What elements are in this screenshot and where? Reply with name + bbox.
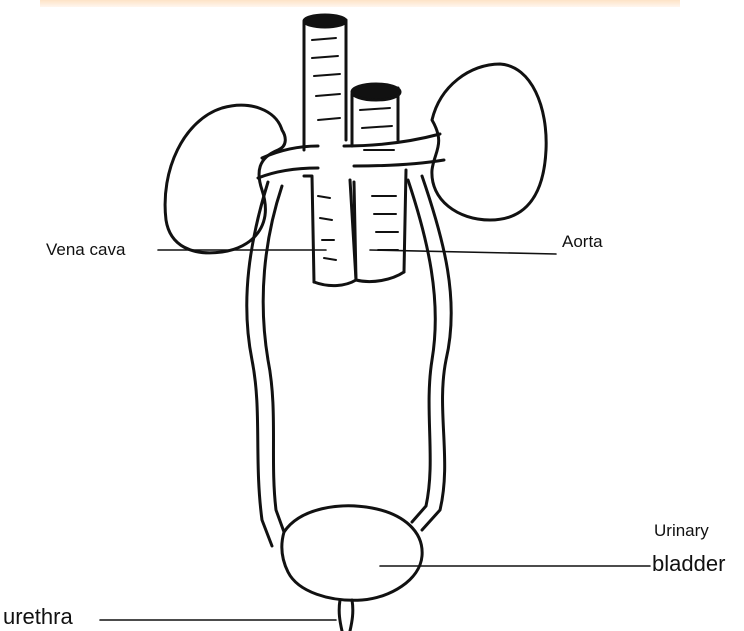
urinary-label: Urinary: [654, 522, 709, 539]
urethra-label: urethra: [3, 606, 73, 628]
right-renal-vessel: [344, 134, 440, 146]
bladder-label: bladder: [652, 553, 725, 575]
right-kidney: [432, 64, 546, 220]
aorta-leader: [370, 250, 556, 254]
urinary-bladder: [282, 506, 422, 600]
urethra-tube: [339, 600, 353, 631]
vena-cava-label: Vena cava: [46, 241, 125, 258]
aorta-label: Aorta: [562, 233, 603, 250]
vena-cava: [304, 20, 356, 282]
left-kidney: [165, 105, 285, 253]
vena-cava-top: [304, 15, 346, 27]
right-renal-vessel-lower: [354, 160, 444, 166]
right-ureter: [422, 176, 451, 530]
left-renal-vessel: [262, 146, 318, 158]
aorta-top: [352, 84, 400, 100]
